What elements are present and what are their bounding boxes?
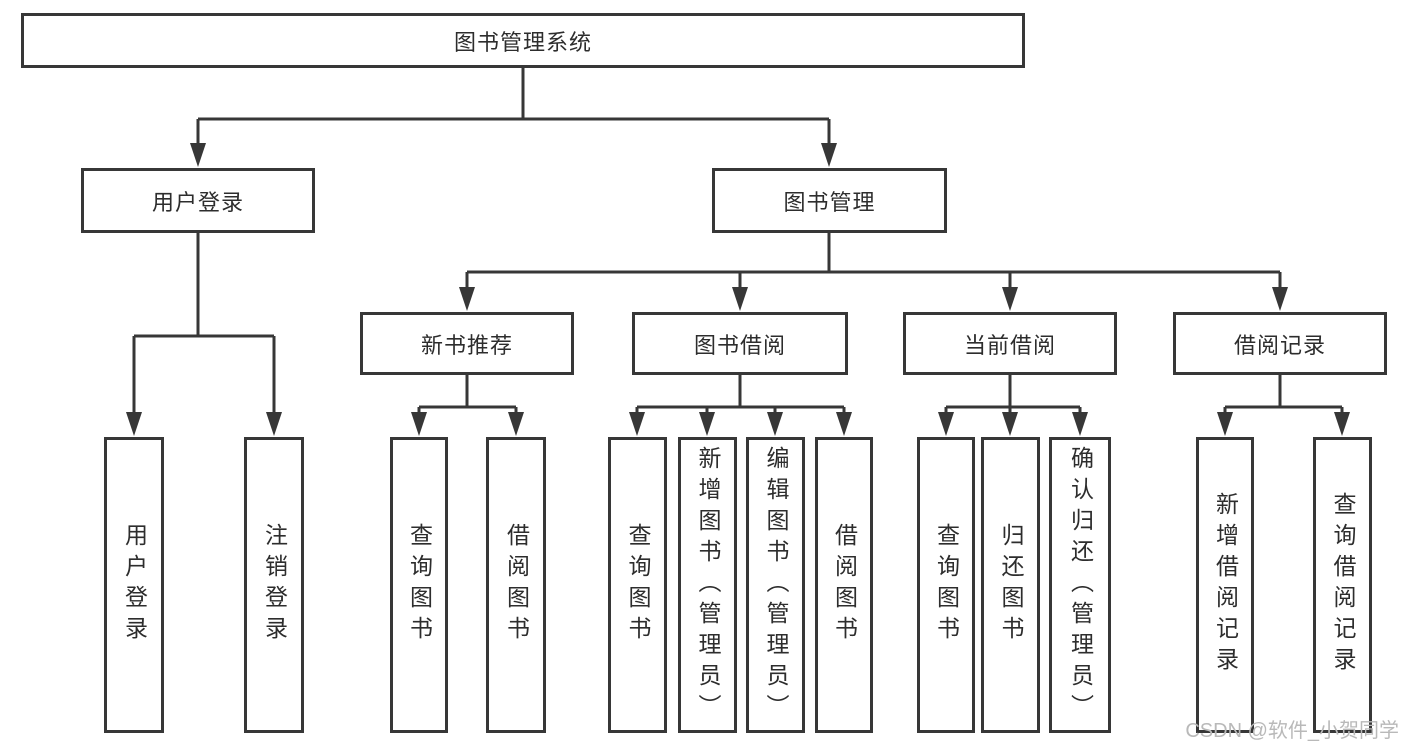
leaf-add-books-admin: 新增图书（管理员） [678,437,737,733]
leaf-add-borrow-record: 新增借阅记录 [1196,437,1254,733]
node-book-management: 图书管理 [712,168,947,233]
node-root-label: 图书管理系统 [453,29,592,55]
node-root: 图书管理系统 [21,13,1025,68]
leaf-user-login-label: 用户登录 [121,523,148,647]
leaf-user-login: 用户登录 [104,437,164,733]
node-user-login: 用户登录 [81,168,315,233]
node-new-book-recommend-label: 新书推荐 [420,332,513,358]
node-borrow-records: 借阅记录 [1173,312,1387,375]
csdn-watermark: CSDN @软件_小贺同学 [1185,720,1399,742]
node-user-login-label: 用户登录 [151,189,244,215]
leaf-confirm-return-admin: 确认归还（管理员） [1049,437,1111,733]
node-book-borrow: 图书借阅 [632,312,848,375]
leaf-logout: 注销登录 [244,437,304,733]
leaf-query-books-borrow-label: 查询图书 [625,523,651,647]
leaf-query-books-current: 查询图书 [917,437,975,733]
leaf-borrow-books-recommend-label: 借阅图书 [503,523,530,647]
leaf-return-books-label: 归还图书 [998,523,1024,647]
leaf-confirm-return-admin-label: 确认归还（管理员） [1067,445,1094,725]
leaf-query-books-recommend-label: 查询图书 [406,523,433,647]
node-current-borrow: 当前借阅 [903,312,1117,375]
leaf-logout-label: 注销登录 [261,523,288,647]
leaf-borrow-books-recommend: 借阅图书 [486,437,546,733]
leaf-borrow-books: 借阅图书 [815,437,873,733]
leaf-query-borrow-record: 查询借阅记录 [1313,437,1372,733]
node-book-borrow-label: 图书借阅 [693,332,786,358]
leaf-query-books-recommend: 查询图书 [390,437,448,733]
leaf-query-books-borrow: 查询图书 [608,437,667,733]
leaf-add-books-admin-label: 新增图书（管理员） [695,445,721,725]
node-borrow-records-label: 借阅记录 [1233,332,1326,358]
leaf-query-books-current-label: 查询图书 [933,523,960,647]
node-book-management-label: 图书管理 [783,189,876,215]
leaf-add-borrow-record-label: 新增借阅记录 [1212,492,1239,678]
leaf-edit-books-admin: 编辑图书（管理员） [746,437,805,733]
node-current-borrow-label: 当前借阅 [963,332,1056,358]
leaf-borrow-books-label: 借阅图书 [831,523,858,647]
node-new-book-recommend: 新书推荐 [360,312,574,375]
leaf-edit-books-admin-label: 编辑图书（管理员） [763,445,789,725]
leaf-return-books: 归还图书 [981,437,1040,733]
leaf-query-borrow-record-label: 查询借阅记录 [1330,492,1356,678]
